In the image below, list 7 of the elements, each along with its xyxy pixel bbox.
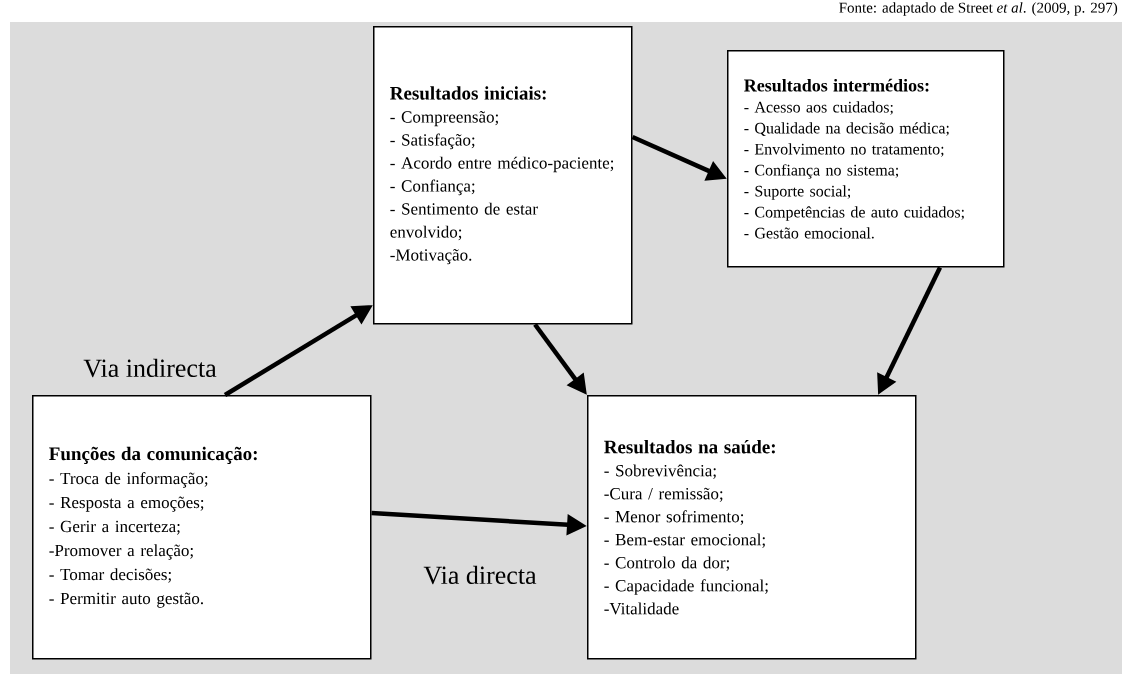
edge-label: Via indirecta [83,358,217,378]
text-box: Resultados iniciais: - Compreensão; - Satisfação; - Acordo entre médico-paciente; - Confiança; - Sentimento de estar envolvido; -Motivação. [373,26,633,325]
edge-label: Via directa [423,565,537,585]
text-box: Funções da comunicação: - Troca de informação; - Resposta a emoções; - Gerir a incerteza; -Promover a relação; - Tomar decisões; - Permitir auto gestão. [32,395,372,660]
source-caption: Fonte: adaptado de Street et al. (2009, p. 297) [839,2,1118,16]
text-box: Resultados na saúde: - Sobrevivência; -Cura / remissão; - Menor sofrimento; - Bem-estar emocional; - Controlo da dor; - Capacidade funcional; -Vitalidade [587,395,917,660]
text-box: Resultados intermédios: - Acesso aos cuidados; - Qualidade na decisão médica; - Envolvimento no tratamento; - Confiança no sistema; - Suporte social; - Competências de auto cuidados; - Gestão emocional. [727,50,1005,268]
